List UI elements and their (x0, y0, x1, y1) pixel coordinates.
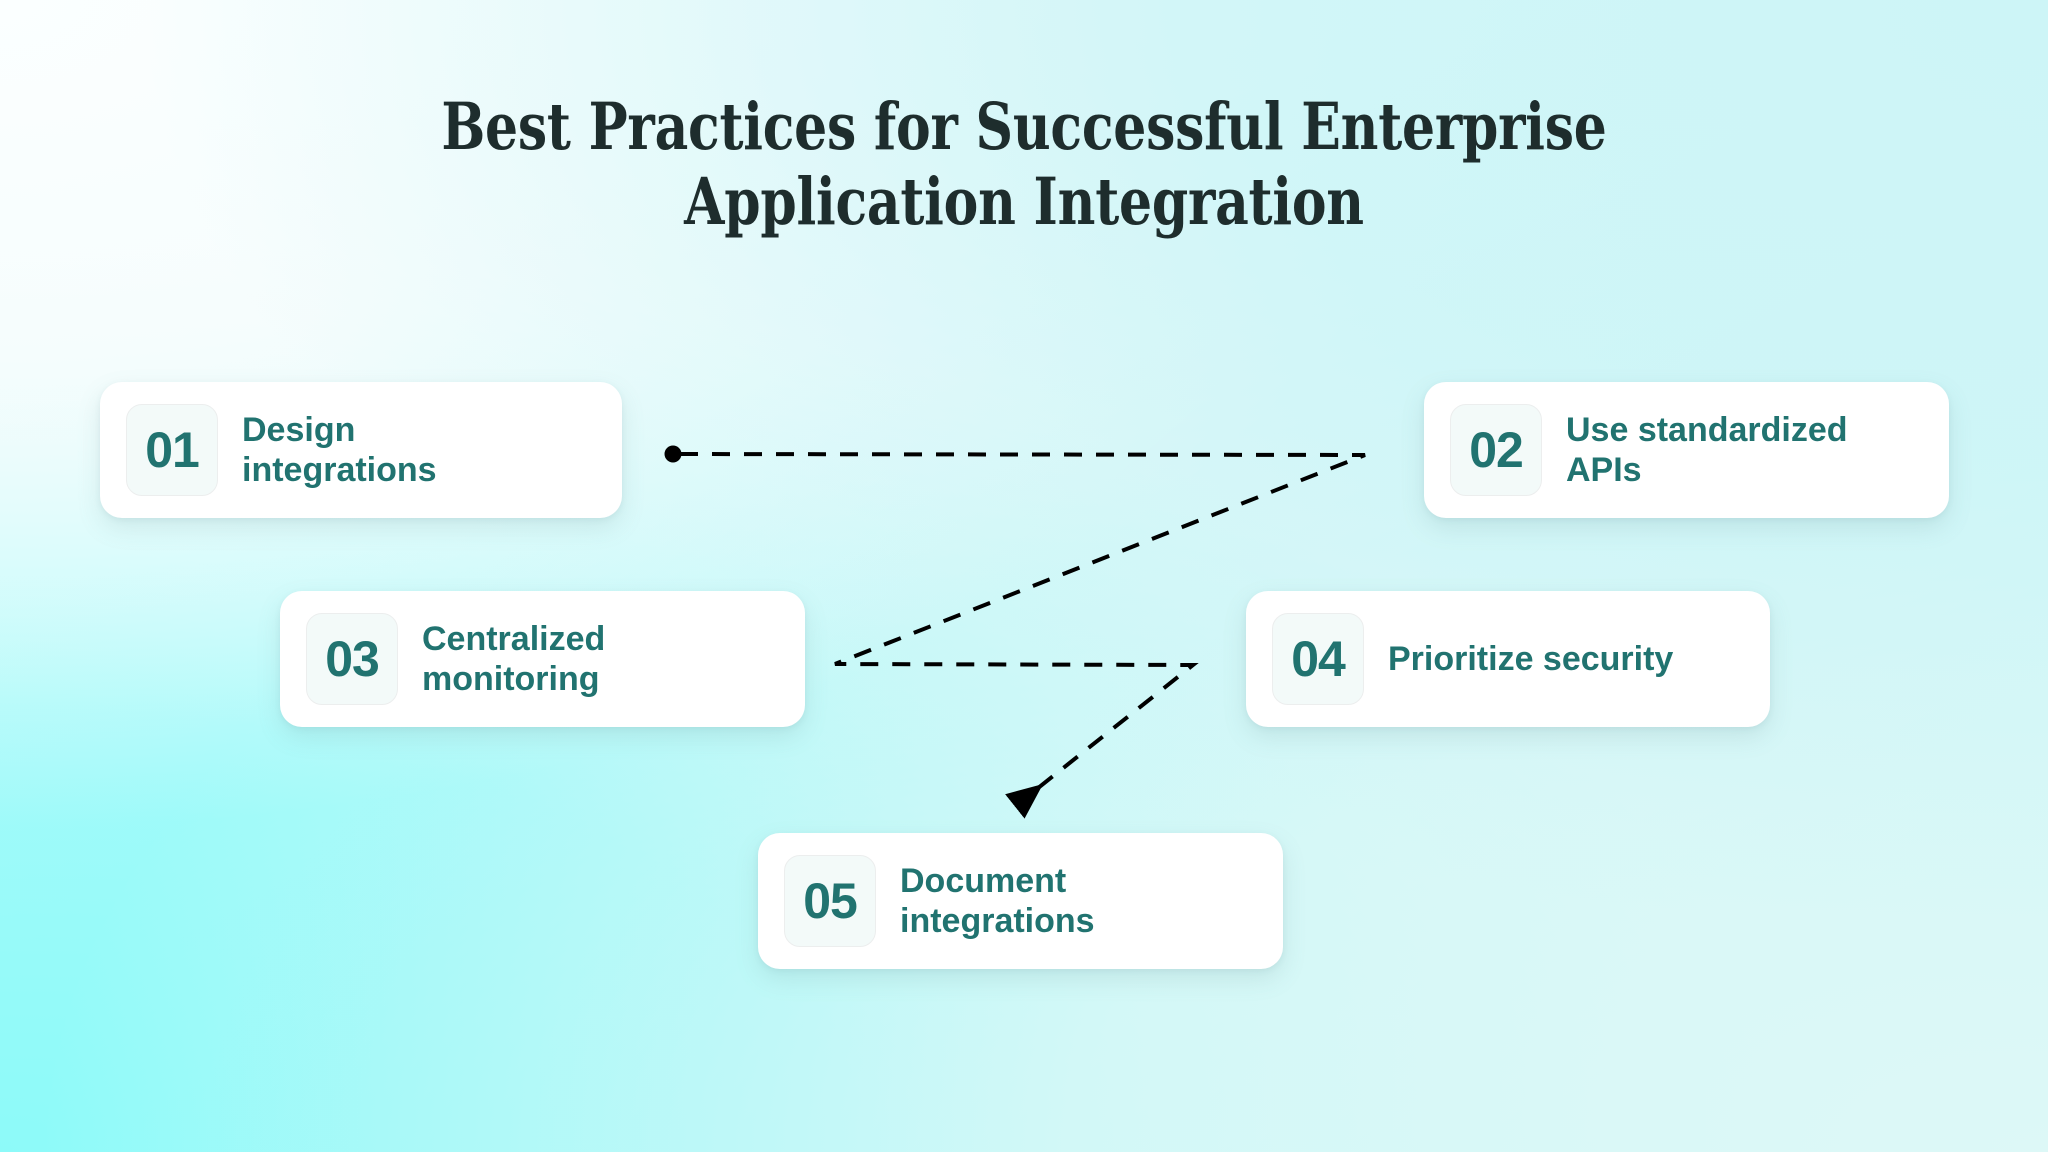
page-title-line-1: Best Practices for Successful Enterprise (441, 89, 1607, 165)
practice-label-04: Prioritize security (1388, 639, 1674, 678)
practice-label-02: Use standardized APIs (1566, 410, 1848, 489)
practice-number-badge-03: 03 (306, 613, 398, 705)
practice-card-03[interactable]: 03 Centralized monitoring (280, 591, 805, 727)
practice-card-05[interactable]: 05 Document integrations (758, 833, 1283, 969)
practice-card-01[interactable]: 01 Design integrations (100, 382, 622, 518)
practice-number-badge-02: 02 (1450, 404, 1542, 496)
practice-card-02[interactable]: 02 Use standardized APIs (1424, 382, 1949, 518)
practice-number-badge-04: 04 (1272, 613, 1364, 705)
practice-number-badge-05: 05 (784, 855, 876, 947)
page-title-line-2: Application Integration (684, 163, 1364, 240)
practice-label-05: Document integrations (900, 861, 1095, 940)
page-title: Best Practices for Successful Enterprise… (205, 90, 1843, 240)
connector-start-dot (664, 445, 682, 463)
practice-label-01: Design integrations (242, 410, 437, 489)
practice-label-03: Centralized monitoring (422, 619, 606, 698)
practice-card-04[interactable]: 04 Prioritize security (1246, 591, 1770, 727)
practice-number-badge-01: 01 (126, 404, 218, 496)
